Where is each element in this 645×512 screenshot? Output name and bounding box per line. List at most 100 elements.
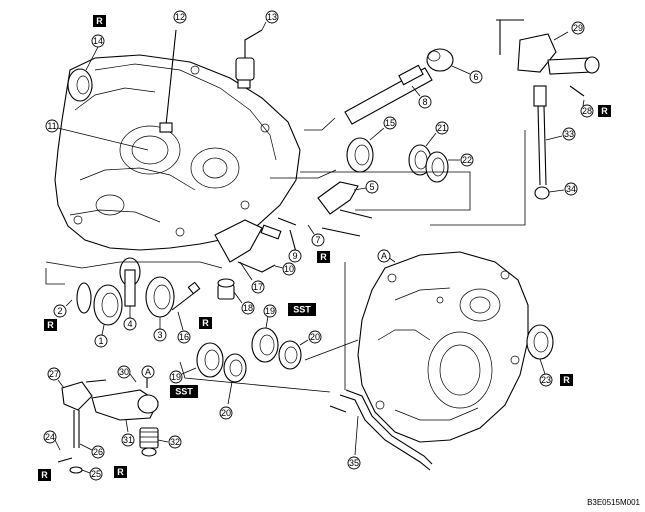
svg-text:13: 13: [267, 12, 277, 22]
callout-17: 17: [239, 261, 265, 294]
bearing-1: [93, 284, 123, 326]
callout-30: 30: [117, 365, 137, 383]
transaxle-case: [357, 251, 529, 443]
callout-25: 25: [81, 467, 103, 481]
badge-replace-9: R: [317, 251, 330, 263]
callout-23: 23: [539, 358, 553, 387]
plug: [426, 48, 454, 72]
svg-text:3: 3: [157, 330, 162, 340]
callout-26: 26: [79, 443, 105, 459]
callout-6: 6: [451, 65, 483, 84]
callout-5: 5: [353, 180, 379, 194]
svg-text:19: 19: [265, 306, 275, 316]
badge-sst-lower: SST: [170, 385, 198, 398]
svg-text:R: R: [563, 375, 570, 385]
pin-16: [171, 281, 201, 311]
plug-18: [217, 278, 235, 300]
svg-text:29: 29: [573, 23, 583, 33]
svg-text:17: 17: [253, 282, 263, 292]
badge-sst-upper: SST: [288, 303, 316, 316]
badge-replace-14: R: [93, 15, 106, 27]
svg-text:7: 7: [315, 235, 320, 245]
svg-text:19: 19: [171, 372, 181, 382]
reference-mark-a-case: A: [377, 249, 391, 263]
svg-text:9: 9: [292, 251, 297, 261]
callout-31: 31: [121, 419, 135, 447]
callout-10: 10: [274, 262, 296, 276]
callout-22: 22: [448, 153, 474, 167]
shift-lever-assembly: [214, 181, 373, 273]
callout-19-lower: 19: [169, 367, 197, 384]
callout-20-upper: 20: [299, 330, 322, 346]
callout-1: 1: [94, 324, 108, 348]
badge-replace-24: R: [38, 469, 51, 481]
seal-19-upper: [251, 327, 279, 363]
svg-text:24: 24: [45, 432, 55, 442]
svg-text:4: 4: [127, 319, 132, 329]
badge-replace-25: R: [114, 466, 127, 478]
svg-text:5: 5: [369, 182, 374, 192]
svg-text:16: 16: [179, 332, 189, 342]
gear-4: [119, 257, 141, 307]
oil-seal-23: [526, 324, 554, 360]
callout-19-upper: 19: [263, 304, 277, 329]
select-lever-assembly: [57, 376, 159, 474]
svg-text:32: 32: [170, 437, 180, 447]
shift-selector-assembly: [496, 19, 600, 200]
figure-code: B3E0515M001: [587, 498, 640, 507]
bolt-12: [159, 29, 177, 133]
svg-text:28: 28: [582, 106, 592, 116]
bearing-3: [145, 276, 175, 318]
callout-32: 32: [157, 435, 182, 449]
callout-2: 2: [53, 299, 73, 318]
svg-text:R: R: [47, 320, 54, 330]
seal-20-upper: [278, 340, 302, 370]
seal-20-lower: [223, 353, 247, 383]
svg-text:10: 10: [284, 264, 294, 274]
callout-4: 4: [123, 306, 137, 331]
svg-text:11: 11: [47, 121, 56, 131]
callout-24: 24: [43, 430, 61, 451]
bracket-35: [329, 389, 433, 471]
svg-text:34: 34: [566, 184, 576, 194]
oil-seal-14: [67, 68, 93, 102]
svg-text:R: R: [320, 252, 327, 262]
svg-text:35: 35: [349, 458, 359, 468]
svg-text:R: R: [202, 318, 209, 328]
callout-7: 7: [307, 224, 325, 247]
callout-8: 8: [411, 85, 432, 109]
bearing-22: [425, 151, 449, 183]
seal-19-lower: [196, 342, 224, 378]
svg-text:25: 25: [91, 469, 101, 479]
callout-3: 3: [153, 317, 167, 342]
oil-seal-15: [346, 137, 374, 173]
svg-text:27: 27: [49, 369, 59, 379]
callout-9: 9: [288, 249, 302, 263]
svg-text:SST: SST: [293, 305, 311, 315]
seal-2: [76, 282, 92, 314]
svg-text:SST: SST: [175, 387, 193, 397]
svg-text:R: R: [117, 467, 124, 477]
callout-15: 15: [369, 116, 397, 141]
callout-27: 27: [47, 367, 65, 389]
badge-replace-2: R: [44, 319, 57, 331]
callout-20-lower: 20: [219, 381, 233, 420]
svg-text:30: 30: [119, 367, 129, 377]
svg-text:33: 33: [564, 129, 574, 139]
callout-12: 12: [173, 10, 187, 24]
svg-text:15: 15: [385, 118, 395, 128]
callout-28: 28: [580, 99, 594, 118]
badge-replace-16: R: [199, 317, 212, 329]
svg-text:R: R: [601, 106, 608, 116]
callout-33: 33: [545, 127, 576, 141]
svg-text:23: 23: [541, 375, 551, 385]
reference-mark-a-lever: A: [141, 365, 155, 379]
svg-text:1: 1: [98, 336, 103, 346]
svg-text:21: 21: [437, 123, 447, 133]
svg-text:R: R: [41, 470, 48, 480]
svg-text:6: 6: [473, 72, 478, 82]
callout-14: 14: [85, 34, 105, 71]
svg-text:R: R: [96, 16, 103, 26]
svg-text:18: 18: [243, 303, 253, 313]
